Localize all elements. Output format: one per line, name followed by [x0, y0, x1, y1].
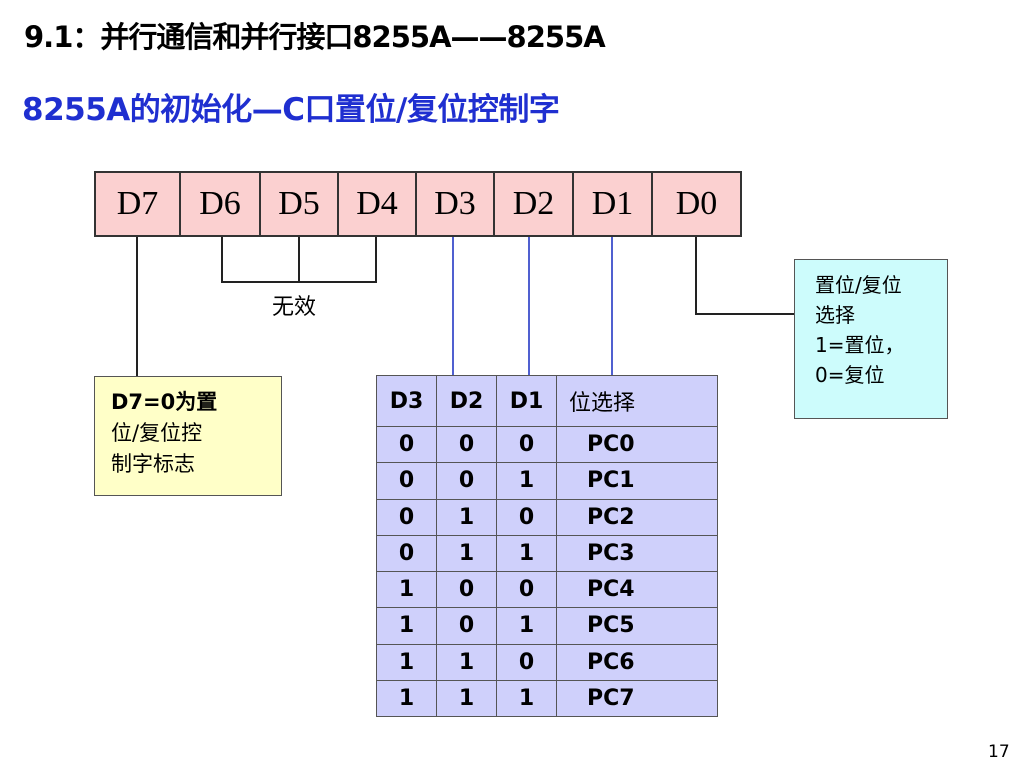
- cell-d1: 1: [496, 535, 557, 573]
- d0-note-line-4: 0=复位: [815, 363, 885, 387]
- d7-note-line-3: 制字标志: [111, 452, 195, 476]
- cell-d2: 1: [436, 535, 497, 573]
- bit-d3: D3: [417, 173, 495, 235]
- d0-select-note: 置位/复位 选择 1=置位， 0=复位: [794, 259, 948, 419]
- table-row: 1 1 1 PC7: [377, 680, 718, 717]
- cell-d1: 0: [496, 499, 557, 536]
- cell-d1: 1: [496, 462, 557, 500]
- cell-d2: 0: [436, 607, 497, 645]
- d0-note-line-3: 1=置位，: [815, 333, 905, 357]
- bit-d0: D0: [675, 185, 718, 222]
- bit-d2: D2: [495, 173, 574, 235]
- cell-d3: 1: [376, 644, 437, 681]
- cell-port-bit: PC3: [556, 535, 718, 573]
- table-row: 0 0 1 PC1: [376, 462, 718, 500]
- page-number: 17: [988, 742, 1010, 762]
- cell-d2: 1: [436, 680, 497, 717]
- cell-port-bit: PC1: [556, 462, 718, 500]
- header-d3: D3: [376, 375, 437, 427]
- invalid-bits-label: 无效: [272, 295, 317, 320]
- d7-note-line-1: D7=0为置: [111, 390, 218, 414]
- bit-d1: D1: [574, 173, 653, 235]
- slide-subtitle: 8255A的初始化—C口置位/复位控制字: [22, 92, 560, 128]
- cell-d3: 1: [376, 571, 437, 609]
- cell-d1: 1: [496, 607, 557, 645]
- cell-d3: 0: [376, 426, 437, 464]
- cell-port-bit: PC4: [556, 571, 718, 609]
- cell-port-bit: PC5: [556, 607, 718, 645]
- cell-d3: 1: [398, 685, 415, 711]
- cell-port-bit: PC7: [556, 680, 718, 717]
- cell-d2: 0: [436, 462, 497, 500]
- bit-select-table: D3 D2 D1 位选择 0 0 0 PC0 0 0 1 PC1 0 1 0 P…: [376, 375, 718, 717]
- table-row: 0 0 0 PC0: [376, 426, 718, 464]
- table-row: 0 1 1 PC3: [376, 535, 718, 573]
- header-d1: D1: [496, 375, 557, 427]
- table-row: 1 0 1 PC5: [376, 607, 718, 645]
- cell-d1: 1: [496, 680, 557, 717]
- header-d2: D2: [436, 375, 497, 427]
- wire-d0: [695, 237, 794, 315]
- cell-d1: 0: [496, 426, 557, 464]
- bit-d4: D4: [339, 173, 417, 235]
- d0-note-line-2: 选择: [815, 303, 855, 327]
- d7-flag-note: D7=0为置 位/复位控 制字标志: [94, 376, 282, 496]
- cell-d1: 0: [496, 571, 557, 609]
- cell-d2: 1: [436, 499, 497, 536]
- d7-note-line-2: 位/复位控: [111, 421, 203, 445]
- cell-port-bit: PC2: [556, 499, 718, 536]
- cell-port-bit: PC0: [556, 426, 718, 464]
- cell-d1: 0: [496, 644, 557, 681]
- cell-port-bit: PC6: [556, 644, 718, 681]
- bracket-d6-d4: [221, 237, 377, 283]
- control-word-register: D7 D6 D5 D4 D3 D2 D1 D0: [94, 171, 742, 237]
- table-row: 1 0 0 PC4: [376, 571, 718, 609]
- cell-d3: 0: [376, 462, 437, 500]
- cell-d2: 0: [436, 426, 497, 464]
- bit-d6: D6: [181, 173, 261, 235]
- table-row: 1 1 0 PC6: [376, 644, 718, 681]
- bit-d5: D5: [261, 173, 339, 235]
- cell-d3: 0: [376, 499, 437, 536]
- bit-d7: D7: [96, 173, 181, 235]
- cell-d3: 0: [376, 535, 437, 573]
- slide-title: 9.1：并行通信和并行接口8255A——8255A: [24, 20, 606, 54]
- cell-d3: 1: [376, 607, 437, 645]
- table-header-row: D3 D2 D1 位选择: [376, 375, 718, 427]
- d0-note-line-1: 置位/复位: [815, 273, 902, 297]
- cell-d2: 0: [436, 571, 497, 609]
- cell-d2: 1: [436, 644, 497, 681]
- header-bit-select: 位选择: [556, 375, 718, 427]
- table-row: 0 1 0 PC2: [376, 499, 718, 536]
